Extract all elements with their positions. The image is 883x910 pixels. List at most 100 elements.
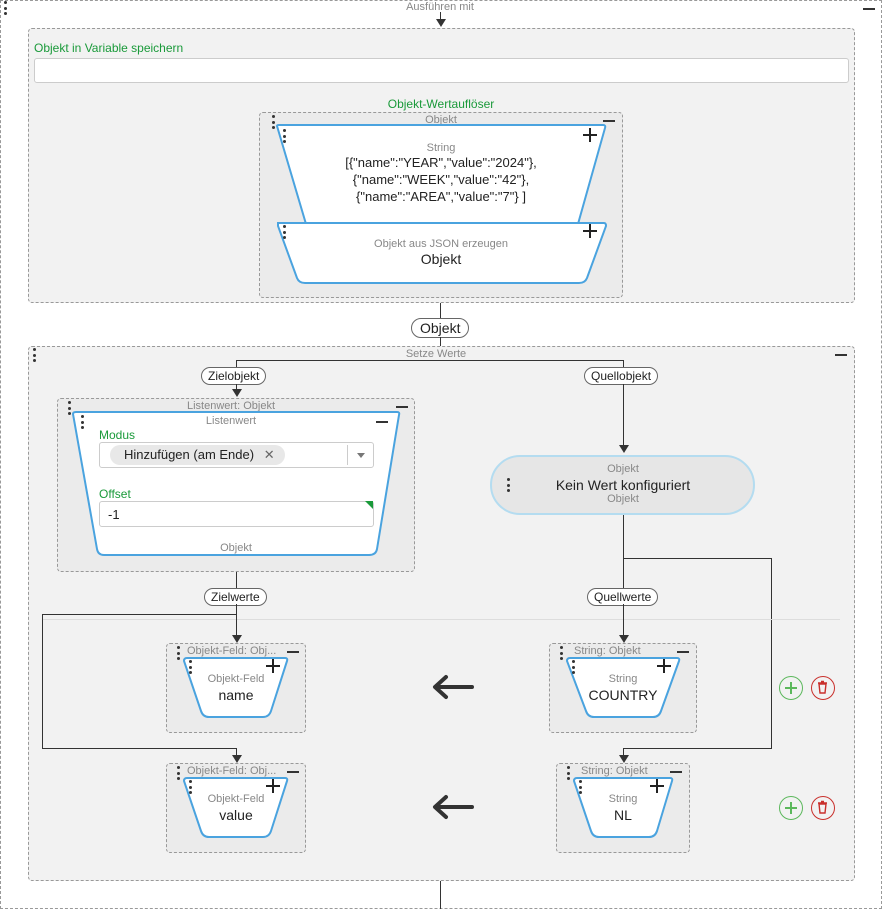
connector — [623, 748, 624, 756]
source-object-pill: Quellobjekt — [584, 367, 659, 385]
source-object-top-label: Objekt — [607, 463, 639, 475]
connector — [440, 303, 441, 318]
target-field-shape — [182, 657, 289, 718]
source-string-collapse-button[interactable] — [677, 651, 689, 653]
target-field-value: value — [219, 807, 253, 823]
list-block-collapse-button[interactable] — [376, 421, 388, 423]
connector-arrow — [232, 389, 242, 397]
section-divider — [42, 619, 840, 620]
connector — [42, 748, 237, 749]
target-field-container-label: Objekt-Feld: Obj... — [187, 765, 277, 777]
target-field-add-button[interactable] — [266, 659, 280, 673]
assign-arrow-icon — [430, 794, 474, 820]
connector-arrow — [436, 19, 446, 27]
json-string-line-2: {"name":"WEEK","value":"42"}, — [352, 172, 530, 187]
string-block-drag-handle[interactable] — [283, 129, 287, 143]
connector — [236, 748, 237, 756]
connector — [236, 360, 624, 361]
offset-label: Offset — [99, 487, 131, 501]
list-value-drag-handle[interactable] — [68, 401, 72, 415]
target-field-type: Objekt-Feld — [207, 673, 265, 685]
connector-arrow — [619, 755, 629, 763]
mode-select[interactable]: Hinzufügen (am Ende) ✕ — [99, 442, 374, 468]
list-block-label: Listenwert — [205, 415, 257, 427]
chevron-down-icon[interactable] — [357, 453, 365, 458]
connector — [236, 360, 237, 368]
connector — [236, 384, 237, 390]
source-string-type: String — [608, 673, 638, 685]
source-object-value: Kein Wert konfiguriert — [555, 477, 691, 493]
source-string-value: NL — [614, 807, 632, 823]
connector-arrow — [619, 635, 629, 643]
source-object-block[interactable] — [490, 455, 755, 515]
connector — [42, 614, 43, 748]
list-value-collapse-button[interactable] — [396, 406, 408, 408]
connector — [236, 604, 237, 636]
json-string-line-3: {"name":"AREA","value":"7"} ] — [356, 189, 526, 204]
list-block-drag-handle[interactable] — [81, 415, 85, 429]
resolver-shapes — [275, 124, 608, 284]
target-field-add-button[interactable] — [266, 779, 280, 793]
source-object-drag-handle[interactable] — [507, 478, 511, 492]
add-mapping-button[interactable] — [779, 796, 803, 820]
outer-drag-handle[interactable] — [4, 1, 8, 15]
source-string-shape — [572, 777, 674, 838]
target-field-block-drag-handle[interactable] — [189, 780, 193, 794]
store-variable-label: Objekt in Variable speichern — [34, 41, 184, 55]
source-string-block-drag-handle[interactable] — [572, 660, 576, 674]
source-string-container-label: String: Objekt — [581, 765, 648, 777]
source-object-bottom-label: Objekt — [607, 493, 639, 505]
set-values-collapse-button[interactable] — [835, 354, 847, 356]
connector-arrow — [232, 635, 242, 643]
string-block-add-button[interactable] — [583, 128, 597, 142]
connector — [623, 558, 771, 559]
source-string-collapse-button[interactable] — [670, 771, 682, 773]
connector — [42, 614, 237, 615]
offset-corner-marker — [365, 501, 373, 509]
result-pill: Objekt — [411, 318, 470, 338]
source-values-pill: Quellwerte — [587, 588, 659, 606]
offset-input[interactable] — [99, 501, 374, 527]
resolver-title: Objekt-Wertauflöser — [387, 97, 495, 111]
resolver-collapse-button[interactable] — [603, 120, 615, 122]
source-string-block-drag-handle[interactable] — [579, 780, 583, 794]
set-values-drag-handle[interactable] — [33, 348, 37, 362]
resolver-container-label: Objekt — [425, 114, 457, 126]
list-block-output-label: Objekt — [220, 542, 252, 554]
source-string-add-button[interactable] — [650, 779, 664, 793]
variable-name-input[interactable] — [34, 58, 849, 83]
delete-mapping-button[interactable] — [811, 676, 835, 700]
chip-remove-icon[interactable]: ✕ — [263, 447, 275, 462]
source-string-drag-handle[interactable] — [560, 646, 564, 660]
source-string-value: COUNTRY — [588, 687, 658, 703]
connector — [440, 12, 441, 20]
mode-chip-label: Hinzufügen (am Ende) — [124, 447, 255, 462]
delete-mapping-button[interactable] — [811, 796, 835, 820]
target-field-collapse-button[interactable] — [287, 651, 299, 653]
set-values-label: Setze Werte — [405, 348, 467, 360]
trash-icon — [818, 800, 827, 814]
source-string-drag-handle[interactable] — [567, 766, 571, 780]
target-field-drag-handle[interactable] — [177, 646, 181, 660]
source-string-add-button[interactable] — [657, 659, 671, 673]
target-field-collapse-button[interactable] — [287, 771, 299, 773]
connector-arrow — [619, 445, 629, 453]
json-block-add-button[interactable] — [583, 224, 597, 238]
list-value-container-label: Listenwert: Objekt — [186, 400, 276, 412]
connector — [623, 360, 624, 368]
execute-with-label: Ausführen mit — [406, 1, 474, 13]
source-string-type: String — [608, 793, 638, 805]
connector — [236, 572, 237, 588]
outer-collapse-button[interactable] — [863, 8, 875, 10]
json-block-value: Objekt — [420, 251, 462, 267]
connector-arrow — [232, 755, 242, 763]
target-field-type: Objekt-Feld — [207, 793, 265, 805]
add-mapping-button[interactable] — [779, 676, 803, 700]
target-field-drag-handle[interactable] — [177, 766, 181, 780]
json-block-drag-handle[interactable] — [283, 225, 287, 239]
mode-chip: Hinzufügen (am Ende) ✕ — [110, 445, 285, 465]
resolver-drag-handle[interactable] — [272, 115, 276, 129]
target-field-block-drag-handle[interactable] — [189, 660, 193, 674]
assign-arrow-icon — [430, 674, 474, 700]
